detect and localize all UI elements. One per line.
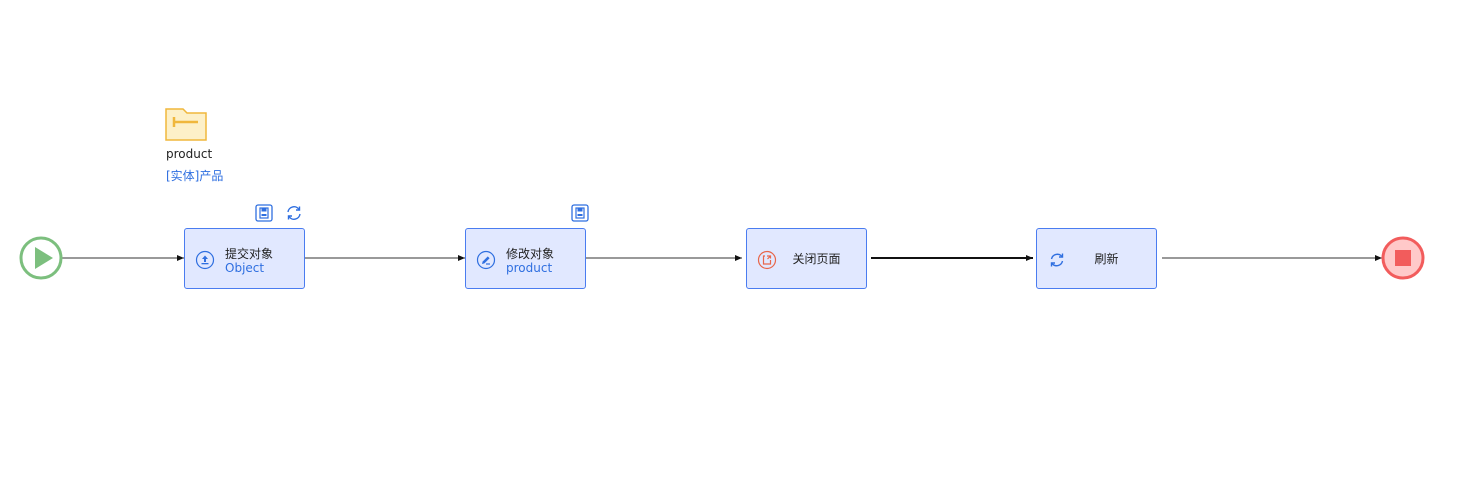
close-page-icon	[757, 250, 777, 270]
node-title: 刷新	[1094, 252, 1119, 266]
play-icon	[35, 247, 53, 269]
node-title: 关闭页面	[792, 252, 841, 266]
node-title: 提交对象	[225, 247, 274, 261]
node-title: 修改对象	[506, 247, 555, 261]
node-modify-object[interactable]: 修改对象 product	[465, 228, 586, 289]
end-node[interactable]	[1381, 236, 1425, 280]
save-icon[interactable]	[571, 204, 589, 222]
refresh-icon	[1050, 253, 1064, 267]
node-submit-object[interactable]: 提交对象 Object	[184, 228, 305, 289]
upload-icon	[195, 250, 215, 270]
node-subtitle: product	[506, 261, 553, 275]
node-subtitle: Object	[225, 261, 265, 275]
entity-name: product	[166, 147, 213, 161]
stop-icon	[1395, 250, 1411, 266]
refresh-icon[interactable]	[285, 204, 303, 222]
node-close-page[interactable]: 关闭页面	[746, 228, 867, 289]
start-node[interactable]	[19, 236, 63, 280]
edit-icon	[476, 250, 496, 270]
node-refresh[interactable]: 刷新	[1036, 228, 1157, 289]
save-icon[interactable]	[255, 204, 273, 222]
entity-label[interactable]: [实体]产品	[166, 169, 224, 183]
entity-folder-icon[interactable]	[165, 108, 207, 141]
